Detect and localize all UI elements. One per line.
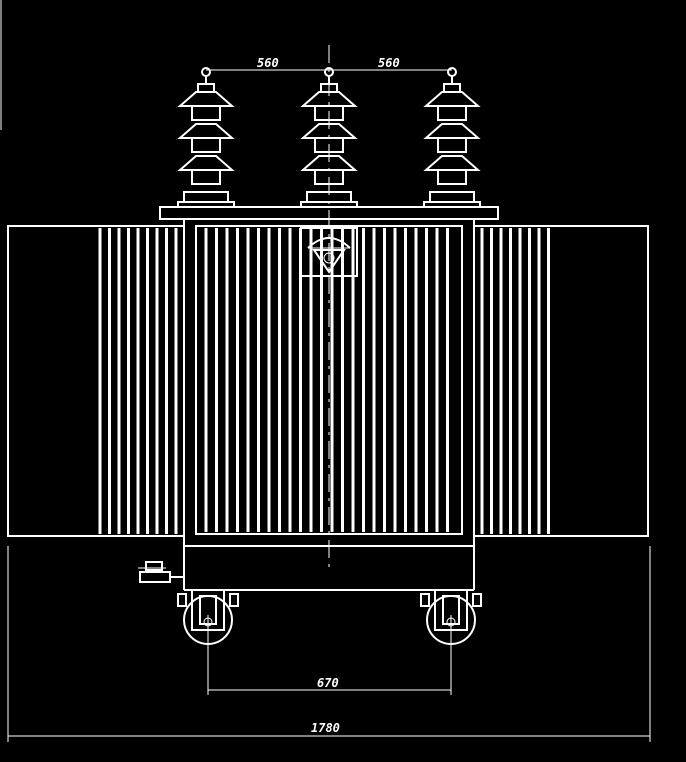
overall-width-dimension: 1780 <box>7 546 651 742</box>
bushing <box>177 67 235 208</box>
bushing <box>300 67 358 208</box>
wheel-gauge-label: 670 <box>317 676 339 690</box>
overall-width-label: 1780 <box>311 721 340 735</box>
nameplate-box <box>300 227 358 277</box>
bushing-spacing-left-label: 560 <box>257 56 279 70</box>
bushing <box>423 67 481 208</box>
drain-valve <box>138 561 184 583</box>
bushings <box>177 67 481 208</box>
bushing-spacing-dimension: 560 560 <box>206 56 452 71</box>
main-tank <box>183 218 475 547</box>
wheels <box>177 589 482 645</box>
right-radiator <box>473 225 649 537</box>
base-frame <box>183 546 475 591</box>
left-radiator <box>7 225 185 537</box>
wheel-gauge-dimension: 670 <box>207 615 452 695</box>
bushing-spacing-right-label: 560 <box>378 56 400 70</box>
